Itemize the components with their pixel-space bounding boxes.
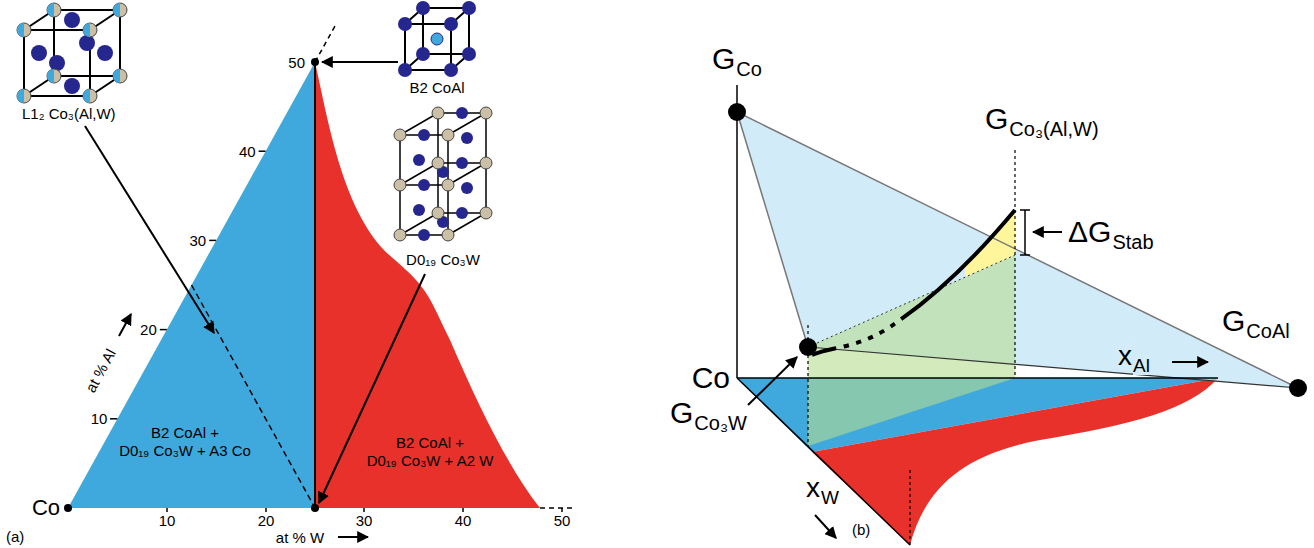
tick-label: 30 [356, 513, 373, 528]
tick-label: 20 [140, 322, 157, 337]
tick-label: 50 [288, 55, 305, 70]
axis-subscript: Al [1133, 356, 1150, 375]
crystal-label: B2 CoAl [409, 80, 464, 95]
energy-symbol: G [712, 44, 735, 74]
tick-label: 40 [239, 144, 256, 159]
axis-symbol: x [1118, 342, 1132, 370]
phase-region: B2 CoAl +D0₁₉ Co₃W + A2 W [315, 62, 541, 508]
tick-label: 20 [258, 513, 275, 528]
tick-label: 10 [91, 411, 108, 426]
tick-label: 10 [159, 513, 176, 528]
energy-subscript: CoAl [1246, 321, 1289, 341]
tick-label: 40 [455, 513, 472, 528]
energy-symbol: G [670, 398, 693, 428]
phase-label: B2 CoAl + [367, 434, 494, 452]
crystal-label: D0₁₉ Co₃W [406, 252, 480, 267]
phase-label: D0₁₉ Co₃W + A2 W [367, 452, 494, 470]
energy-subscript: Co₃W [694, 413, 747, 433]
region-text: B2 CoAl +D0₁₉ Co₃W + A2 W [367, 434, 494, 470]
phase-label: B2 CoAl + [119, 424, 251, 442]
corner-label: Co [32, 497, 60, 519]
energy-subscript: Co [736, 59, 762, 79]
crystal-label: L1₂ Co₃(Al,W) [22, 106, 116, 121]
axis-title: at % Al [82, 346, 118, 394]
tick-label: 50 [554, 513, 571, 528]
energy-subscript: Co₃(Al,W) [1009, 119, 1098, 139]
energy-symbol: G [1222, 306, 1245, 336]
axis-subscript: W [821, 488, 839, 507]
energy-symbol: G [985, 104, 1008, 134]
energy-symbol: ΔG [1068, 217, 1111, 247]
energy-subscript: Stab [1112, 232, 1153, 252]
panel-label: (a) [6, 529, 24, 544]
region-text: B2 CoAl +D0₁₉ Co₃W + A3 Co [119, 424, 251, 460]
axis-title: at % W [276, 530, 324, 545]
tick-label: 30 [190, 233, 207, 248]
corner-label: Co [692, 363, 730, 393]
panel-label: (b) [852, 522, 870, 537]
axis-symbol: x [806, 474, 820, 502]
phase-label: D0₁₉ Co₃W + A3 Co [119, 442, 251, 460]
